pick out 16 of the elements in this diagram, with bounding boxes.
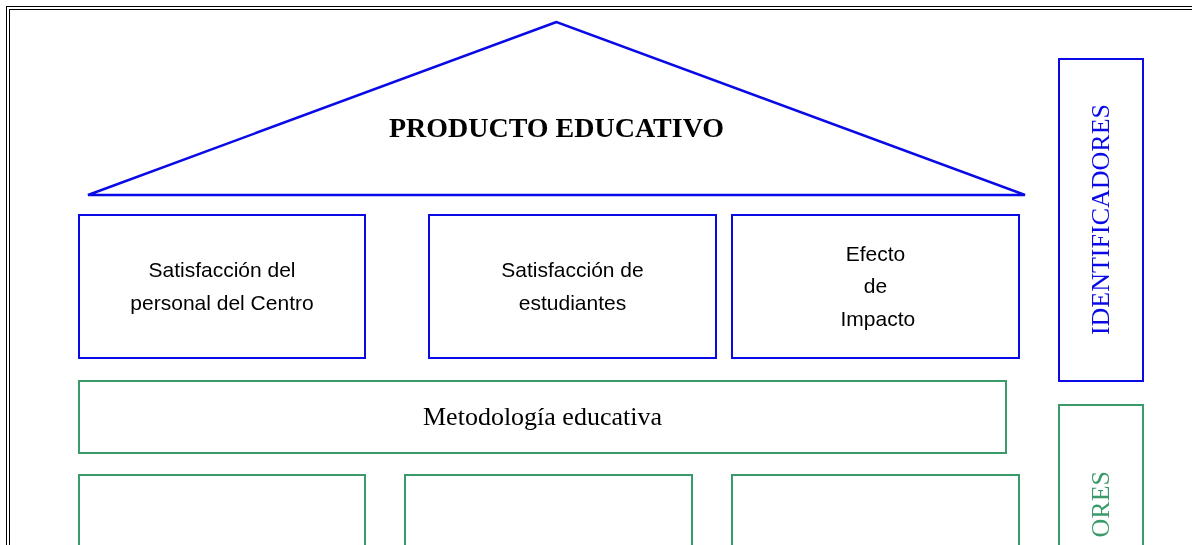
side-box — [1058, 404, 1144, 545]
empty-box — [731, 474, 1020, 545]
roof-title: PRODUCTO EDUCATIVO — [388, 111, 725, 144]
empty-box — [404, 474, 693, 545]
empty-box — [78, 474, 366, 545]
band-box — [78, 380, 1007, 454]
roof-triangle — [86, 20, 1027, 197]
side-box — [1058, 58, 1144, 382]
box-label: Satisfacción de estudiantes — [500, 256, 645, 316]
process-box — [731, 214, 1020, 359]
process-box — [78, 214, 366, 359]
process-box — [428, 214, 717, 359]
vertical-label: IDENTIFICADORES — [1086, 104, 1116, 336]
box-label: Satisfacción del personal del Centro — [129, 256, 315, 316]
box-label: Metodología educativa — [423, 402, 662, 432]
vertical-label: ORES — [1086, 470, 1116, 537]
